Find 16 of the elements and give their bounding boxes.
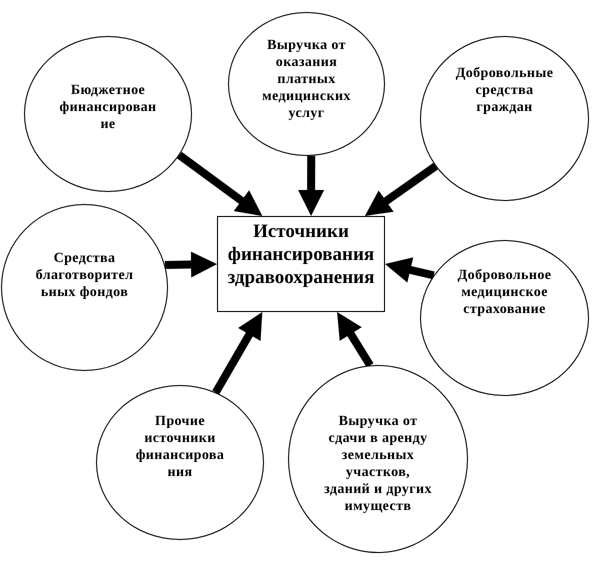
node-label: Средства благотворител ьных фондов	[34, 250, 134, 301]
node-label: Бюджетное финансирован ие	[58, 82, 158, 133]
arrow	[298, 156, 324, 216]
arrow	[212, 312, 262, 394]
node-label: Выручка от сдачи в аренду земельных участков, зданий и других имуществ	[323, 413, 433, 515]
arrow	[364, 162, 438, 216]
node-label: Выручка от оказания платных медицинских услуг	[261, 37, 352, 122]
node-label: Добровольное медицинское страхование	[456, 267, 552, 318]
central-box	[217, 216, 385, 312]
arrow	[164, 252, 217, 278]
box-title: Источники финансирования здравоохранения	[226, 220, 376, 289]
node-label: Добровольные средства граждан	[454, 65, 554, 116]
arrow	[385, 257, 435, 283]
arrow	[177, 152, 262, 216]
arrow	[337, 312, 374, 368]
node-label: Прочие источники финансирова ния	[134, 413, 226, 481]
